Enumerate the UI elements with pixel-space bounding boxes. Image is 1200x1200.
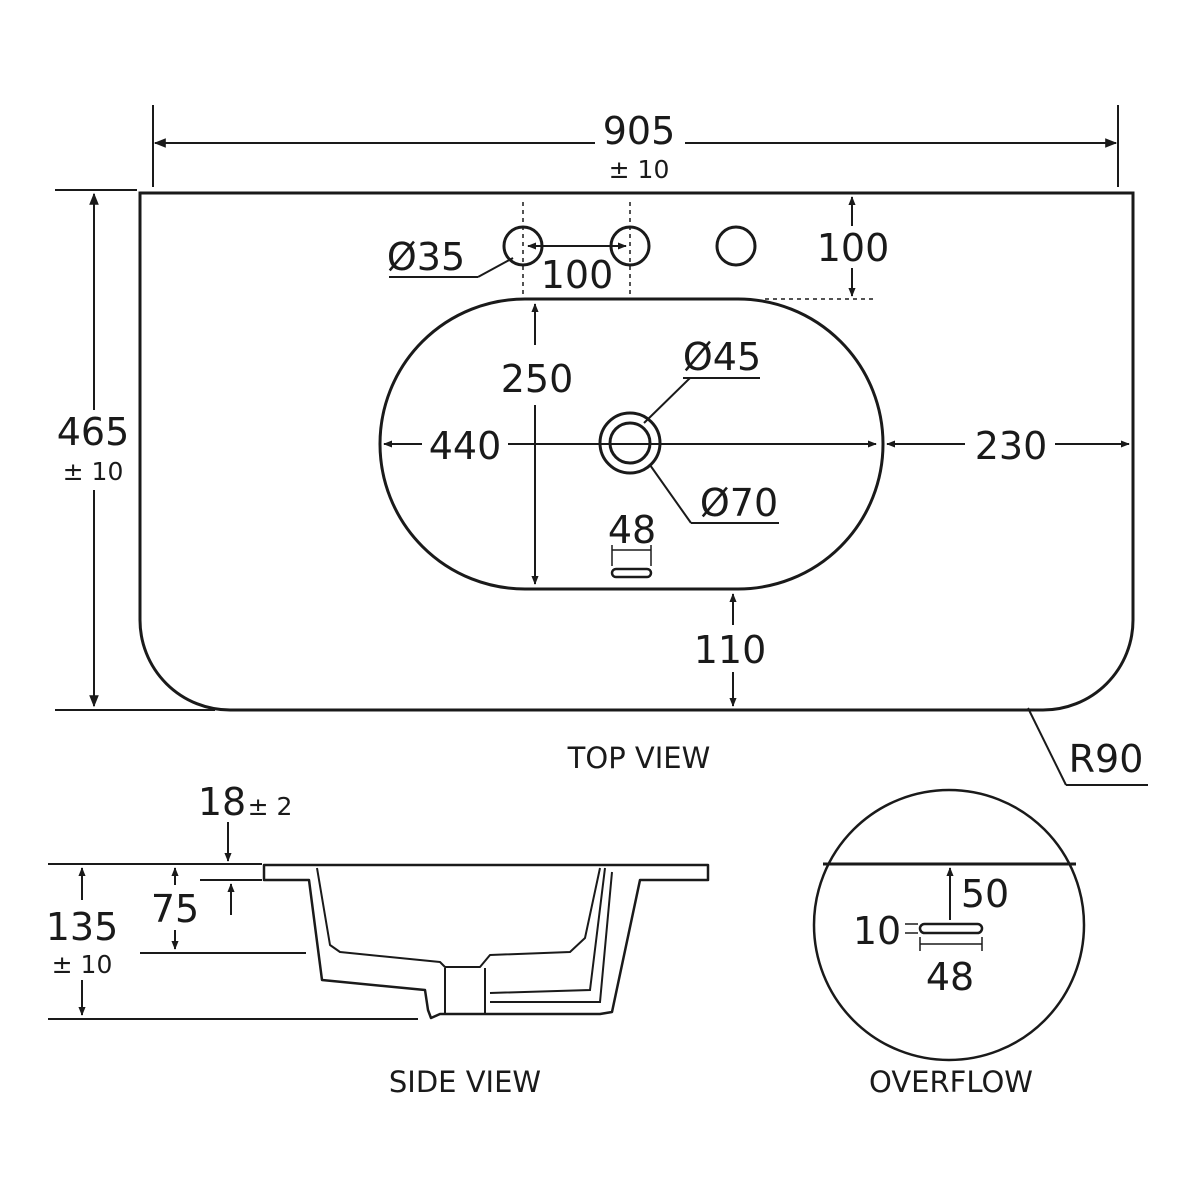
tap-holes: 100 Ø35 xyxy=(387,202,757,297)
depth-dimension: 465 ± 10 xyxy=(55,189,215,711)
bowl-width-value: 440 xyxy=(429,424,502,468)
overflow-slot: 48 xyxy=(608,508,656,579)
tap-spacing-value: 100 xyxy=(541,253,614,297)
basin-outline xyxy=(138,191,1135,712)
tap-hole-right xyxy=(715,225,757,267)
bowl-width-dimension: 440 xyxy=(383,424,877,468)
width-dimension: 905 ± 10 xyxy=(152,105,1119,187)
tap-offset-dimension: 100 xyxy=(765,196,890,300)
width-tolerance: ± 10 xyxy=(609,155,670,184)
overflow-view: 50 10 48 OVERFLOW xyxy=(812,788,1086,1099)
overflow-slot-width: 48 xyxy=(608,508,656,552)
waste-inner-diameter: Ø45 xyxy=(683,335,761,379)
bowl-depth-value: 250 xyxy=(501,357,574,401)
top-view: 905 ± 10 465 ± 10 100 Ø35 xyxy=(55,105,1148,786)
front-clearance-dimension: 110 xyxy=(694,593,767,707)
bowl-outline xyxy=(378,297,885,591)
overflow-detail-circle xyxy=(812,788,1086,1062)
overflow-height-value: 10 xyxy=(853,909,901,953)
front-clearance-value: 110 xyxy=(694,628,767,672)
tap-hole-diameter: Ø35 xyxy=(387,235,465,279)
deck-thickness-value: 18 xyxy=(198,780,246,824)
side-section-outline xyxy=(262,863,710,1020)
deck-thickness-tolerance: ± 2 xyxy=(248,792,293,821)
total-height-dimension: 135 ± 10 xyxy=(46,867,119,1016)
corner-radius-value: R90 xyxy=(1069,737,1144,781)
side-view: 18 ± 2 75 135 ± 10 SIDE VIEW xyxy=(46,780,710,1099)
side-view-title: SIDE VIEW xyxy=(389,1065,541,1099)
overflow-width-value: 48 xyxy=(926,955,974,999)
bowl-depth-dimension: 250 xyxy=(501,303,574,585)
waste-inner-circle xyxy=(608,421,652,465)
tap-offset-value: 100 xyxy=(817,226,890,270)
side-bowl-depth-value: 75 xyxy=(151,887,199,931)
overflow-detail-slot xyxy=(918,922,984,935)
deck-thickness-dimension: 18 ± 2 xyxy=(198,780,293,915)
total-height-value: 135 xyxy=(46,905,119,949)
corner-radius-callout: R90 xyxy=(1027,707,1148,786)
total-height-tolerance: ± 10 xyxy=(52,950,113,979)
side-bowl-depth-dimension: 75 xyxy=(151,867,199,950)
width-value: 905 xyxy=(603,109,676,153)
side-clearance-dimension: 230 xyxy=(886,424,1130,468)
waste-outer-circle xyxy=(598,411,662,475)
overflow-offset-value: 50 xyxy=(961,872,1009,916)
overflow-view-title: OVERFLOW xyxy=(869,1065,1033,1099)
depth-tolerance: ± 10 xyxy=(63,457,124,486)
waste-outer-diameter: Ø70 xyxy=(700,481,778,525)
top-view-title: TOP VIEW xyxy=(567,741,711,775)
side-clearance-value: 230 xyxy=(975,424,1048,468)
overflow-slot-rect xyxy=(610,567,653,579)
waste: Ø45 Ø70 xyxy=(598,335,779,525)
depth-value: 465 xyxy=(57,410,130,454)
